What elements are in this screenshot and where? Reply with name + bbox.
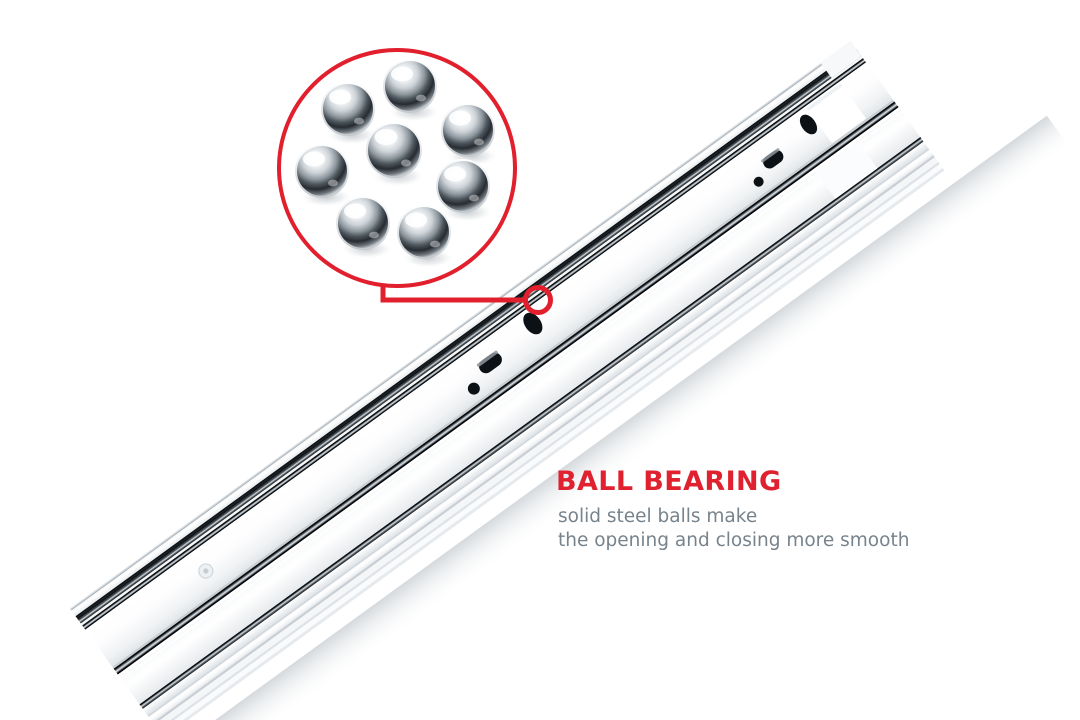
callout-heading: BALL BEARING — [556, 466, 782, 497]
rail-highlight-marker — [523, 285, 553, 315]
drawer-slide-assembly — [69, 40, 1071, 720]
lower-ball-channel — [112, 99, 899, 675]
steel-ball-center — [366, 122, 422, 178]
steel-ball — [295, 144, 349, 198]
inner-member — [69, 40, 864, 626]
steel-ball — [441, 103, 495, 157]
outer-member — [117, 107, 945, 720]
callout-subtitle-line-2: the opening and closing more smooth — [558, 529, 910, 551]
intermediate-member — [85, 62, 893, 667]
steel-ball — [336, 196, 390, 250]
steel-ball — [397, 205, 451, 259]
outer-face — [119, 109, 921, 705]
steel-ball — [383, 59, 437, 113]
ball-bearing-channel — [82, 58, 866, 630]
feature-callout-text: BALL BEARING solid steel balls make the … — [556, 466, 976, 552]
steel-balls — [295, 59, 495, 259]
rivet-mark — [198, 563, 214, 579]
ball-bearing-magnifier — [277, 48, 553, 315]
magnifier-ring — [277, 48, 517, 288]
callout-subtitle: solid steel balls make the opening and c… — [558, 505, 976, 552]
callout-subtitle-line-1: solid steel balls make — [558, 506, 758, 528]
rail-end-tips — [806, 40, 878, 199]
steel-ball — [436, 159, 490, 213]
steel-ball — [321, 82, 375, 136]
rail-drop-shadow — [173, 115, 1071, 720]
hole-highlights — [476, 148, 780, 367]
mounting-holes — [467, 114, 818, 395]
